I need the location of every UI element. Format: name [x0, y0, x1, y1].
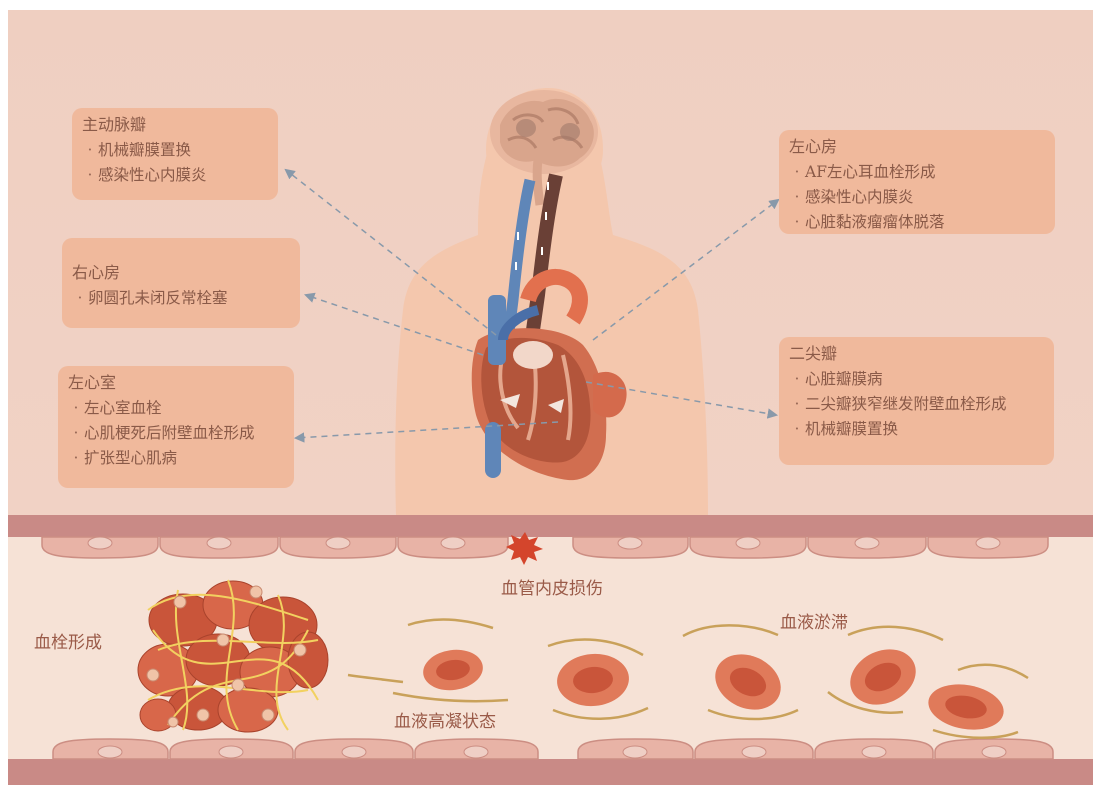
left-ventricle-box: 左心室 左心室血栓 心肌梗死后附壁血栓形成 扩张型心肌病 [58, 366, 294, 488]
left-atrium-item: 心脏黏液瘤瘤体脱落 [789, 210, 1045, 235]
left-atrium-item: AF左心耳血栓形成 [789, 160, 1045, 185]
mitral-valve-item: 机械瓣膜置换 [789, 417, 1044, 442]
blood-stasis-label: 血液淤滞 [780, 608, 848, 633]
mitral-valve-item: 心脏瓣膜病 [789, 367, 1044, 392]
right-atrium-title: 右心房 [72, 262, 290, 284]
hypercoagulable-label: 血液高凝状态 [394, 707, 496, 732]
left-ventricle-title: 左心室 [68, 372, 284, 394]
mitral-valve-title: 二尖瓣 [789, 343, 1044, 365]
aortic-valve-item: 机械瓣膜置换 [82, 138, 268, 163]
left-ventricle-item: 心肌梗死后附壁血栓形成 [68, 421, 284, 446]
aortic-valve-box: 主动脉瓣 机械瓣膜置换 感染性心内膜炎 [72, 108, 278, 200]
mitral-valve-item: 二尖瓣狭窄继发附壁血栓形成 [789, 392, 1044, 417]
left-ventricle-item: 扩张型心肌病 [68, 446, 284, 471]
left-ventricle-item: 左心室血栓 [68, 396, 284, 421]
mitral-valve-box: 二尖瓣 心脏瓣膜病 二尖瓣狭窄继发附壁血栓形成 机械瓣膜置换 [779, 337, 1054, 465]
left-atrium-item: 感染性心内膜炎 [789, 185, 1045, 210]
aortic-valve-title: 主动脉瓣 [82, 114, 268, 136]
endothelial-injury-label: 血管内皮损伤 [501, 574, 603, 599]
aortic-valve-item: 感染性心内膜炎 [82, 163, 268, 188]
right-atrium-box: 右心房 卵圆孔未闭反常栓塞 [62, 238, 300, 328]
illustration-canvas: 主动脉瓣 机械瓣膜置换 感染性心内膜炎 右心房 卵圆孔未闭反常栓塞 左心室 左心… [8, 10, 1093, 785]
left-atrium-title: 左心房 [789, 136, 1045, 158]
right-atrium-item: 卵圆孔未闭反常栓塞 [72, 286, 290, 311]
left-atrium-box: 左心房 AF左心耳血栓形成 感染性心内膜炎 心脏黏液瘤瘤体脱落 [779, 130, 1055, 234]
thrombus-formation-label: 血栓形成 [34, 628, 102, 653]
